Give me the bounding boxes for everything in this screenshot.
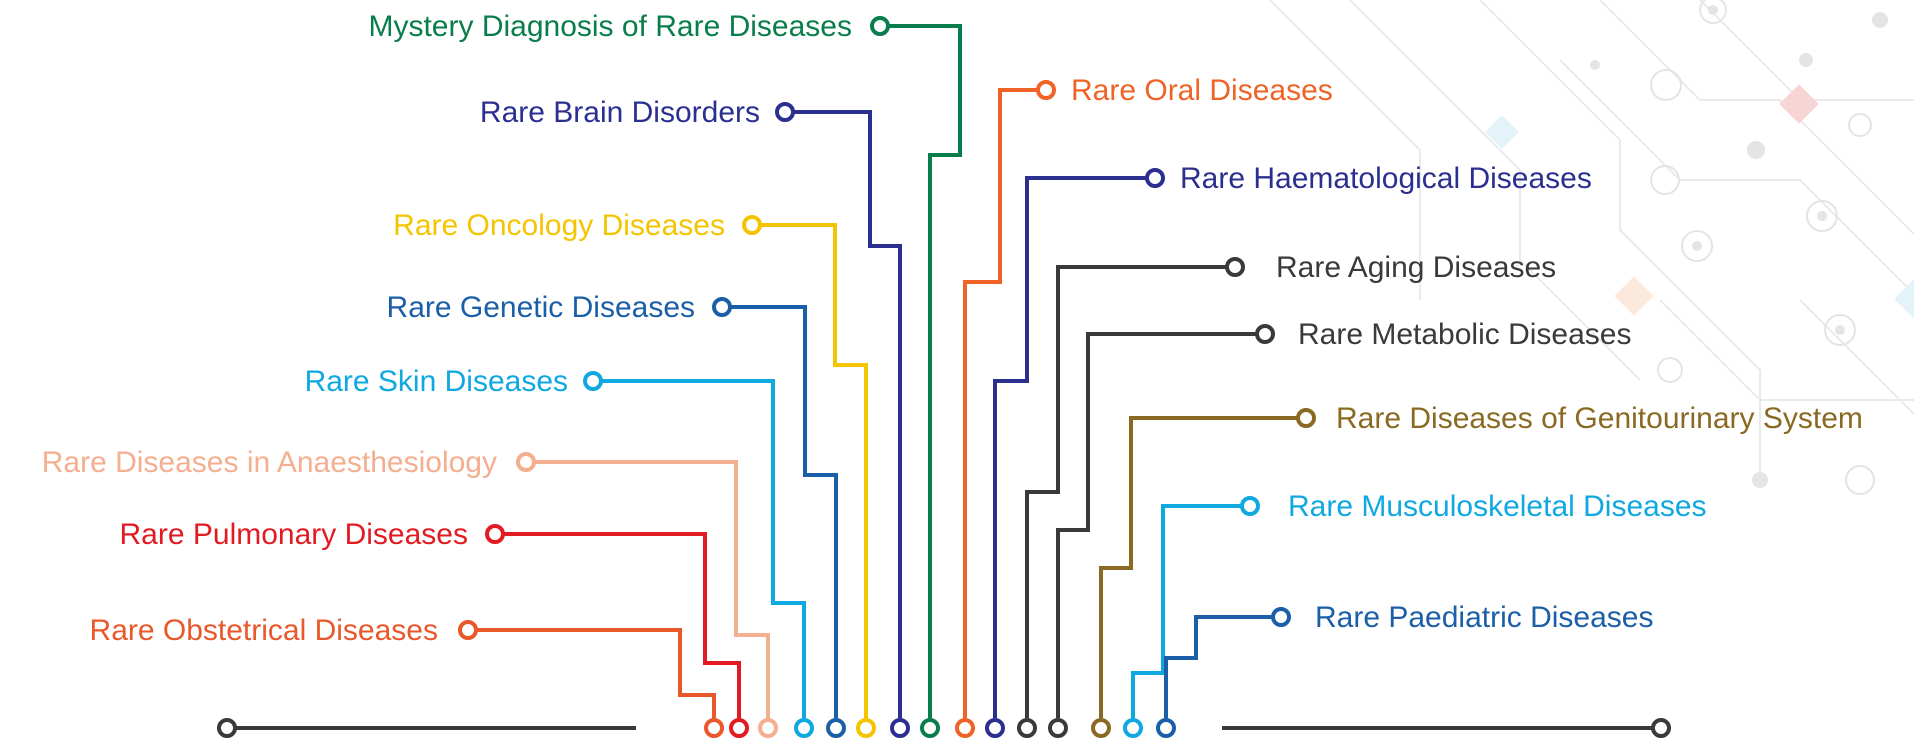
disease-label: Rare Genetic Diseases <box>387 291 695 324</box>
disease-label: Rare Oncology Diseases <box>393 209 725 242</box>
baseline-node <box>1050 720 1066 736</box>
baseline-node <box>922 720 938 736</box>
label-node <box>1257 326 1273 342</box>
disease-label: Rare Diseases of Genitourinary System <box>1336 402 1863 435</box>
label-node <box>1298 410 1314 426</box>
disease-label: Rare Musculoskeletal Diseases <box>1288 490 1707 523</box>
baseline-node <box>1125 720 1141 736</box>
baseline-node <box>731 720 747 736</box>
disease-label: Rare Skin Diseases <box>305 365 568 398</box>
connector-line <box>1166 617 1272 718</box>
disease-label: Rare Diseases in Anaesthesiology <box>42 446 497 479</box>
connector-line <box>1058 334 1256 718</box>
baseline-node <box>892 720 908 736</box>
disease-label: Rare Aging Diseases <box>1276 251 1556 284</box>
baseline-node <box>1158 720 1174 736</box>
connector-line <box>1101 418 1297 718</box>
label-node <box>1147 170 1163 186</box>
disease-label: Rare Paediatric Diseases <box>1315 601 1653 634</box>
label-node <box>460 622 476 638</box>
disease-label: Rare Metabolic Diseases <box>1298 318 1631 351</box>
disease-label: Rare Oral Diseases <box>1071 74 1333 107</box>
baseline-node <box>957 720 973 736</box>
disease-label: Mystery Diagnosis of Rare Diseases <box>368 10 852 43</box>
connector-line <box>731 307 836 718</box>
label-node <box>777 104 793 120</box>
label-node <box>1038 82 1054 98</box>
connector-line <box>477 630 714 718</box>
connector-line <box>504 534 739 718</box>
baseline-node <box>1019 720 1035 736</box>
label-node <box>744 217 760 233</box>
baseline-node <box>706 720 722 736</box>
label-node <box>714 299 730 315</box>
baseline-node <box>987 720 1003 736</box>
disease-label: Rare Haematological Diseases <box>1180 162 1592 195</box>
label-node <box>518 454 534 470</box>
baseline-right-end-node <box>1653 720 1669 736</box>
connector-line <box>1133 506 1241 718</box>
baseline-group <box>219 720 1669 736</box>
disease-label: Rare Pulmonary Diseases <box>120 518 468 551</box>
baseline-node <box>760 720 776 736</box>
label-node <box>585 373 601 389</box>
baseline-node <box>828 720 844 736</box>
baseline-node <box>796 720 812 736</box>
disease-label: Rare Brain Disorders <box>480 96 760 129</box>
label-node <box>1227 259 1243 275</box>
disease-label: Rare Obstetrical Diseases <box>90 614 438 647</box>
label-node <box>487 526 503 542</box>
connector-line <box>995 178 1146 718</box>
baseline-left-end-node <box>219 720 235 736</box>
connector-line <box>761 225 866 718</box>
connector-line <box>535 462 768 718</box>
label-node <box>1273 609 1289 625</box>
baseline-node <box>858 720 874 736</box>
label-node <box>872 18 888 34</box>
baseline-node <box>1093 720 1109 736</box>
label-node <box>1242 498 1258 514</box>
connector-line <box>794 112 900 718</box>
